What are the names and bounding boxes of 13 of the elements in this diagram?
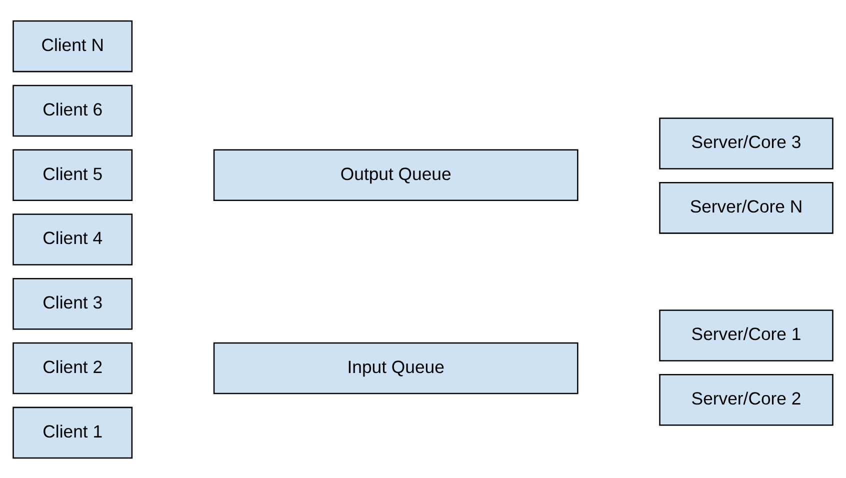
node-box: Client N	[12, 20, 133, 72]
node-box: Client 5	[12, 148, 133, 200]
node-box: Server/Core 1	[659, 309, 834, 361]
node-box: Client 3	[12, 278, 133, 330]
node-box: Client 4	[12, 213, 133, 265]
node-box: Input Queue	[213, 342, 578, 394]
node-box: Server/Core N	[659, 182, 834, 234]
node-box: Client 1	[12, 406, 133, 458]
node-box: Server/Core 2	[659, 373, 834, 426]
node-box: Output Queue	[213, 148, 578, 200]
node-box: Client 2	[12, 342, 133, 394]
node-box: Server/Core 3	[659, 117, 834, 169]
node-box: Client 6	[12, 84, 133, 136]
